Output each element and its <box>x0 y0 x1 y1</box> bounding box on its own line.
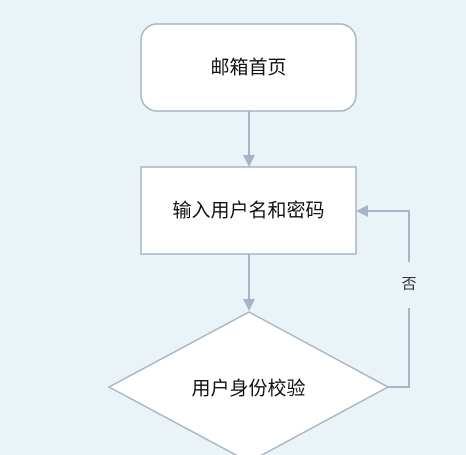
node-mailbox-home[interactable]: 邮箱首页 <box>140 23 357 112</box>
node-verify-identity[interactable]: 用户身份校验 <box>107 311 390 455</box>
node-mailbox-home-label: 邮箱首页 <box>210 57 286 79</box>
node-enter-credentials-label: 输入用户名和密码 <box>172 200 324 222</box>
retry-label-background <box>396 262 422 308</box>
edge-retry-label: 否 <box>401 275 416 293</box>
node-enter-credentials[interactable]: 输入用户名和密码 <box>140 166 357 255</box>
node-verify-identity-label: 用户身份校验 <box>191 378 305 400</box>
